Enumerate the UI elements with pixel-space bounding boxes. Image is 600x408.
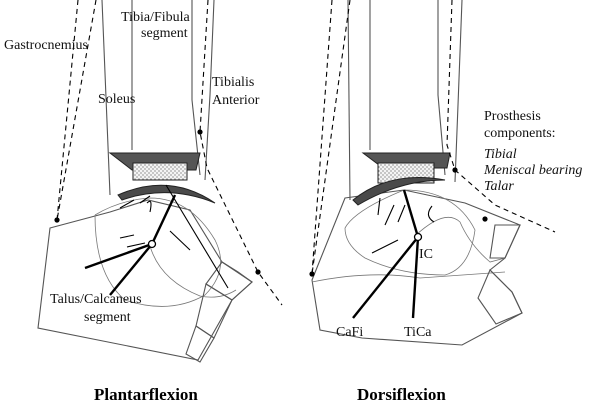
tibial-axis-line-left [165,184,229,289]
label-ic: IC [419,247,433,262]
label-soleus: Soleus [98,92,135,107]
gastrocnemius-insertion-right [309,271,315,277]
dorsiflexion-panel: Prosthesis components: Tibial Meniscal b… [309,0,582,404]
instant-center-right [413,232,423,242]
ligament-line-left-1 [84,242,153,270]
label-prosthesis-1: Prosthesis [484,109,541,124]
label-talus-calcaneus-1: Talus/Calcaneus [50,292,142,307]
talus-inner-outline-left [94,197,221,307]
tibia-fibula-bone-right [347,0,463,201]
label-meniscal-bearing: Meniscal bearing [483,163,582,178]
label-tibialis: Tibialis [212,75,254,90]
talus-inner-outline-right [344,189,476,276]
forefoot-bone-left-1 [205,261,253,301]
tibialis-attachment-right-1 [452,167,458,173]
hatch-marks-right [371,197,435,254]
label-talus-calcaneus-2: segment [84,310,131,325]
gastrocnemius-insertion-left [54,217,60,223]
forefoot-bone-left-3 [185,325,215,363]
ligament-line-left-3 [150,194,177,245]
talar-component-left [117,184,216,204]
calcaneus-arc-left [149,245,237,298]
label-cafi: CaFi [336,325,363,340]
soleus-line-right [311,0,351,275]
label-tibial-component: Tibial [484,147,517,162]
meniscal-bearing-left [132,162,188,181]
label-prosthesis-2: components: [484,126,556,141]
caption-dorsiflexion: Dorsiflexion [357,385,446,404]
instant-center-left [147,239,157,249]
label-tica: TiCa [404,325,432,340]
tibialis-attachment-left-1 [197,129,203,135]
plantarflexion-panel: Gastrocnemius Tibia/Fibula segment Soleu… [4,0,283,404]
tica-line [411,236,420,319]
gastrocnemius-line-left [56,0,79,221]
label-tibia-fibula-2: segment [141,26,188,41]
forefoot-bone-right-2 [477,269,523,325]
tibialis-attachment-left-2 [255,269,261,275]
calcaneus-line-right [311,271,506,283]
ligament-line-left-2 [109,243,153,296]
tibia-fibula-bone-left [101,0,215,196]
talar-component-right [352,177,446,206]
tibialis-anterior-line-left [199,0,283,306]
label-tibia-fibula-1: Tibia/Fibula [121,10,191,25]
gastrocnemius-line-right [311,0,333,275]
soleus-line-left [56,0,97,221]
forefoot-bone-right-1 [489,224,521,259]
hatch-marks-left [119,195,191,251]
label-gastrocnemius: Gastrocnemius [4,38,88,53]
label-talar-component: Talar [484,179,514,194]
tibialis-attachment-right-2 [482,216,488,222]
talus-calcaneus-bone-left [37,199,253,361]
talus-extension-right [414,217,506,263]
cafi-line [352,236,419,319]
label-anterior: Anterior [212,93,260,108]
caption-plantarflexion: Plantarflexion [94,385,198,404]
ligament-line-right-3 [402,189,420,238]
